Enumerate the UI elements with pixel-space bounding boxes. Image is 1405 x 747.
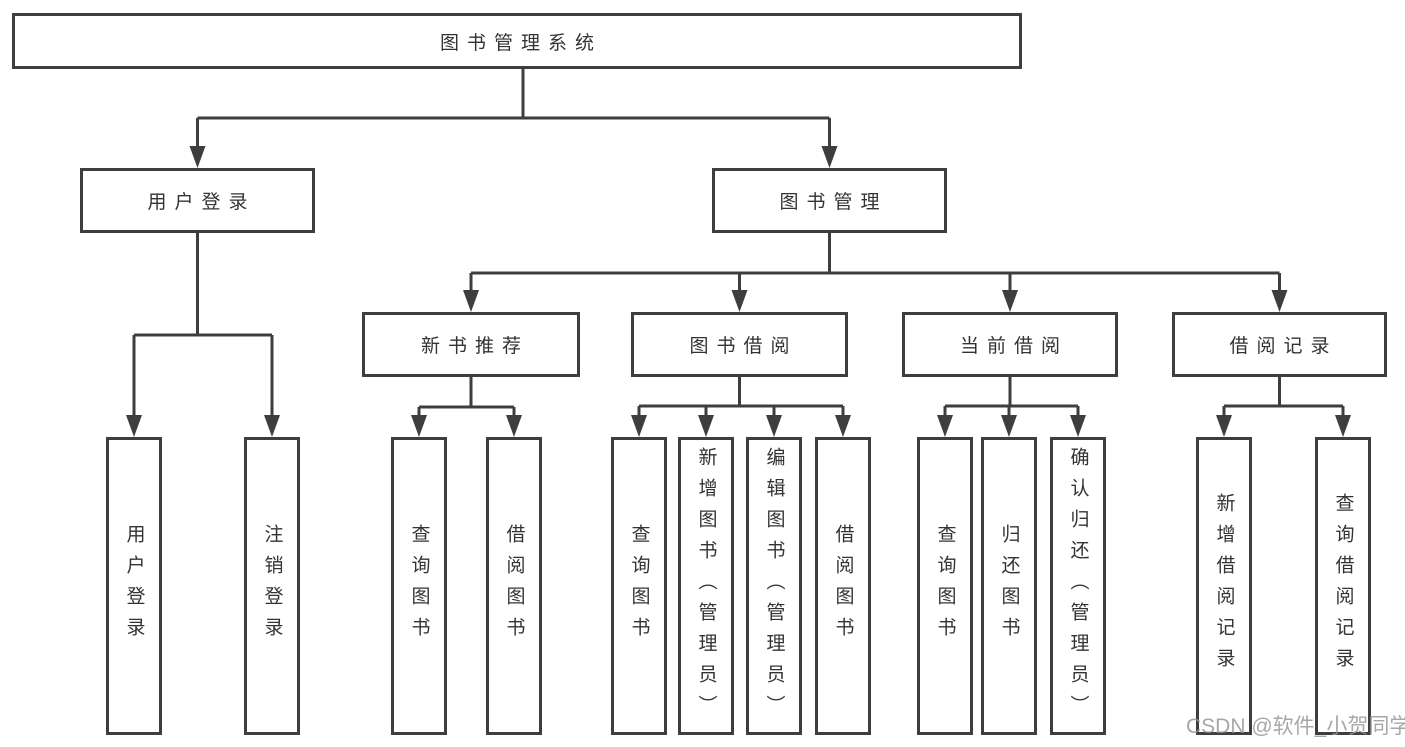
leaf-label: 新增图书（管理员）: [695, 446, 717, 726]
node-label: 图书管理: [779, 192, 888, 213]
leaf-borrow-edit-books-admin: 编辑图书（管理员）: [746, 437, 802, 735]
leaf-label: 归还图书: [998, 524, 1020, 648]
leaf-current-confirm-return-admin: 确认归还（管理员）: [1050, 437, 1106, 735]
leaf-recommend-borrow-books: 借阅图书: [486, 437, 542, 735]
node-user-login: 用户登录: [80, 168, 315, 233]
node-label: 图书管理系统: [439, 32, 602, 54]
node-book-management: 图书管理: [712, 168, 947, 233]
leaf-label: 查询图书: [408, 524, 430, 648]
leaf-label: 用户登录: [123, 524, 145, 648]
leaf-borrow-query-books: 查询图书: [611, 437, 667, 735]
node-new-book-recommend: 新书推荐: [362, 312, 580, 377]
leaf-user-login: 用户登录: [106, 437, 162, 735]
node-book-borrow: 图书借阅: [631, 312, 848, 377]
node-label: 借阅记录: [1229, 336, 1338, 357]
leaf-label: 借阅图书: [832, 524, 854, 648]
node-borrow-records: 借阅记录: [1172, 312, 1387, 377]
node-current-borrow: 当前借阅: [902, 312, 1118, 377]
node-label: 新书推荐: [420, 336, 529, 357]
watermark: CSDN @软件_小贺同学: [1186, 715, 1405, 738]
leaf-records-add-record: 新增借阅记录: [1196, 437, 1252, 735]
leaf-logout: 注销登录: [244, 437, 300, 735]
leaf-current-query-books: 查询图书: [917, 437, 973, 735]
connector-path: [132, 69, 1345, 419]
leaf-borrow-borrow-books: 借阅图书: [815, 437, 871, 735]
node-label: 当前借阅: [959, 336, 1068, 357]
leaf-label: 新增借阅记录: [1213, 493, 1235, 679]
leaf-label: 查询借阅记录: [1332, 493, 1354, 679]
node-root-system: 图书管理系统: [12, 13, 1022, 69]
leaf-label: 查询图书: [934, 524, 956, 648]
node-label: 图书借阅: [689, 336, 798, 357]
leaf-borrow-add-books-admin: 新增图书（管理员）: [678, 437, 734, 735]
leaf-label: 借阅图书: [503, 524, 525, 648]
leaf-recommend-query-books: 查询图书: [391, 437, 447, 735]
leaf-label: 编辑图书（管理员）: [763, 446, 785, 726]
leaf-label: 查询图书: [628, 524, 650, 648]
leaf-records-query-record: 查询借阅记录: [1315, 437, 1371, 735]
leaf-current-return-books: 归还图书: [981, 437, 1037, 735]
leaf-label: 注销登录: [261, 524, 283, 648]
node-label: 用户登录: [147, 192, 256, 213]
leaf-label: 确认归还（管理员）: [1067, 446, 1089, 726]
